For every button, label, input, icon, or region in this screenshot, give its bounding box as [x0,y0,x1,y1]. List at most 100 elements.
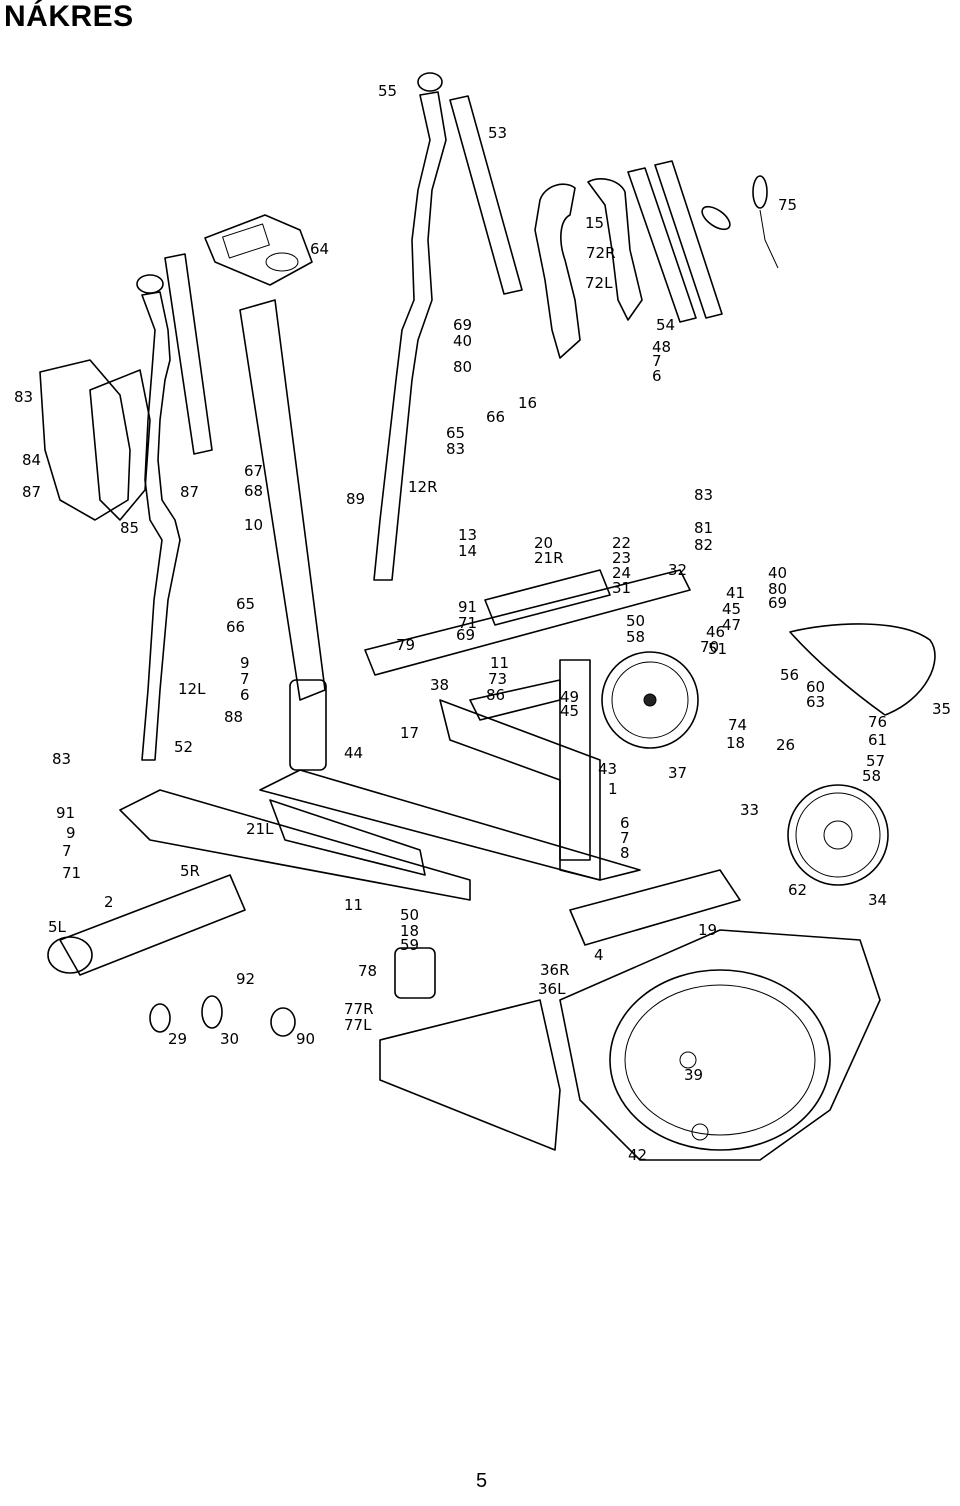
part-callout-23: 23 [612,549,631,567]
part-callout-47: 47 [722,616,741,634]
part-callout-49: 49 [560,688,579,706]
part-callout-55: 55 [378,82,397,100]
part-callout-77L: 77L [344,1016,372,1034]
part-callout-69: 69 [456,626,475,644]
part-callout-71: 71 [62,864,81,882]
part-callout-83: 83 [446,440,465,458]
part-callout-86: 86 [486,686,505,704]
part-callout-91: 91 [56,804,75,822]
part-callout-80: 80 [768,580,787,598]
part-callout-16: 16 [518,394,537,412]
part-callout-81: 81 [694,519,713,537]
part-callout-65: 65 [236,595,255,613]
part-callout-21R: 21R [534,549,564,567]
part-callout-7: 7 [620,829,630,847]
part-callout-50: 50 [626,612,645,630]
part-callout-60: 60 [806,678,825,696]
part-callout-40: 40 [453,332,472,350]
part-callout-76: 76 [868,713,887,731]
part-callout-13: 13 [458,526,477,544]
part-callout-7: 7 [240,670,250,688]
part-callout-79: 79 [396,636,415,654]
part-callout-35: 35 [932,700,951,718]
part-callout-66: 66 [226,618,245,636]
drawing [39,72,936,1161]
part-callout-64: 64 [310,240,329,258]
part-callout-1: 1 [608,780,618,798]
part-callout-6: 6 [240,686,250,704]
part-callout-80: 80 [453,358,472,376]
part-callout-77R: 77R [344,1000,374,1018]
part-callout-72R: 72R [586,244,616,262]
part-callout-69: 69 [453,316,472,334]
part-callout-40: 40 [768,564,787,582]
part-callout-73: 73 [488,670,507,688]
part-callout-7: 7 [62,842,72,860]
part-callout-91: 91 [458,598,477,616]
part-callout-34: 34 [868,891,887,909]
part-callout-12R: 12R [408,478,438,496]
part-callout-88: 88 [224,708,243,726]
part-callout-83: 83 [694,486,713,504]
part-callout-78: 78 [358,962,377,980]
part-callout-2: 2 [104,893,114,911]
part-callout-11: 11 [344,896,363,914]
part-callout-31: 31 [612,579,631,597]
part-callout-10: 10 [244,516,263,534]
page-title: NÁKRES [4,0,134,33]
part-callout-12L: 12L [178,680,206,698]
part-callout-46: 46 [706,623,725,641]
part-callout-24: 24 [612,564,631,582]
part-callout-74: 74 [728,716,747,734]
part-callout-75: 75 [778,196,797,214]
part-callout-85: 85 [120,519,139,537]
part-callout-9: 9 [240,654,250,672]
part-callout-15: 15 [585,214,604,232]
part-callout-11: 11 [490,654,509,672]
part-callout-32: 32 [668,561,687,579]
part-callout-50: 50 [400,906,419,924]
part-callout-6: 6 [652,367,662,385]
part-callout-62: 62 [788,881,807,899]
part-callout-51: 51 [708,640,727,658]
part-callout-87: 87 [180,483,199,501]
part-callout-61: 61 [868,731,887,749]
part-callout-84: 84 [22,451,41,469]
part-callout-19: 19 [698,921,717,939]
part-callout-30: 30 [220,1030,239,1048]
part-callout-66: 66 [486,408,505,426]
part-callout-57: 57 [866,752,885,770]
part-callout-37: 37 [668,764,687,782]
part-callout-36L: 36L [538,980,566,998]
part-callout-87: 87 [22,483,41,501]
part-callout-58: 58 [626,628,645,646]
part-callout-21L: 21L [246,820,274,838]
part-callout-20: 20 [534,534,553,552]
part-callout-70: 70 [700,638,719,656]
part-callout-8: 8 [620,844,630,862]
part-callout-9: 9 [66,824,76,842]
part-callout-83: 83 [14,388,33,406]
part-callout-67: 67 [244,462,263,480]
part-callout-54: 54 [656,316,675,334]
part-callout-26: 26 [776,736,795,754]
part-callout-41: 41 [726,584,745,602]
part-callout-56: 56 [780,666,799,684]
part-callout-18: 18 [726,734,745,752]
part-callout-5R: 5R [180,862,200,880]
part-callout-45: 45 [722,600,741,618]
part-callout-33: 33 [740,801,759,819]
callout-labels: 5553641572R7572L546940804876166665838384… [14,82,951,1164]
part-callout-72L: 72L [585,274,613,292]
part-callout-17: 17 [400,724,419,742]
part-callout-38: 38 [430,676,449,694]
part-callout-59: 59 [400,936,419,954]
part-callout-36R: 36R [540,961,570,979]
part-callout-82: 82 [694,536,713,554]
part-callout-48: 48 [652,338,671,356]
part-callout-4: 4 [594,946,604,964]
part-callout-89: 89 [346,490,365,508]
part-callout-90: 90 [296,1030,315,1048]
part-callout-29: 29 [168,1030,187,1048]
